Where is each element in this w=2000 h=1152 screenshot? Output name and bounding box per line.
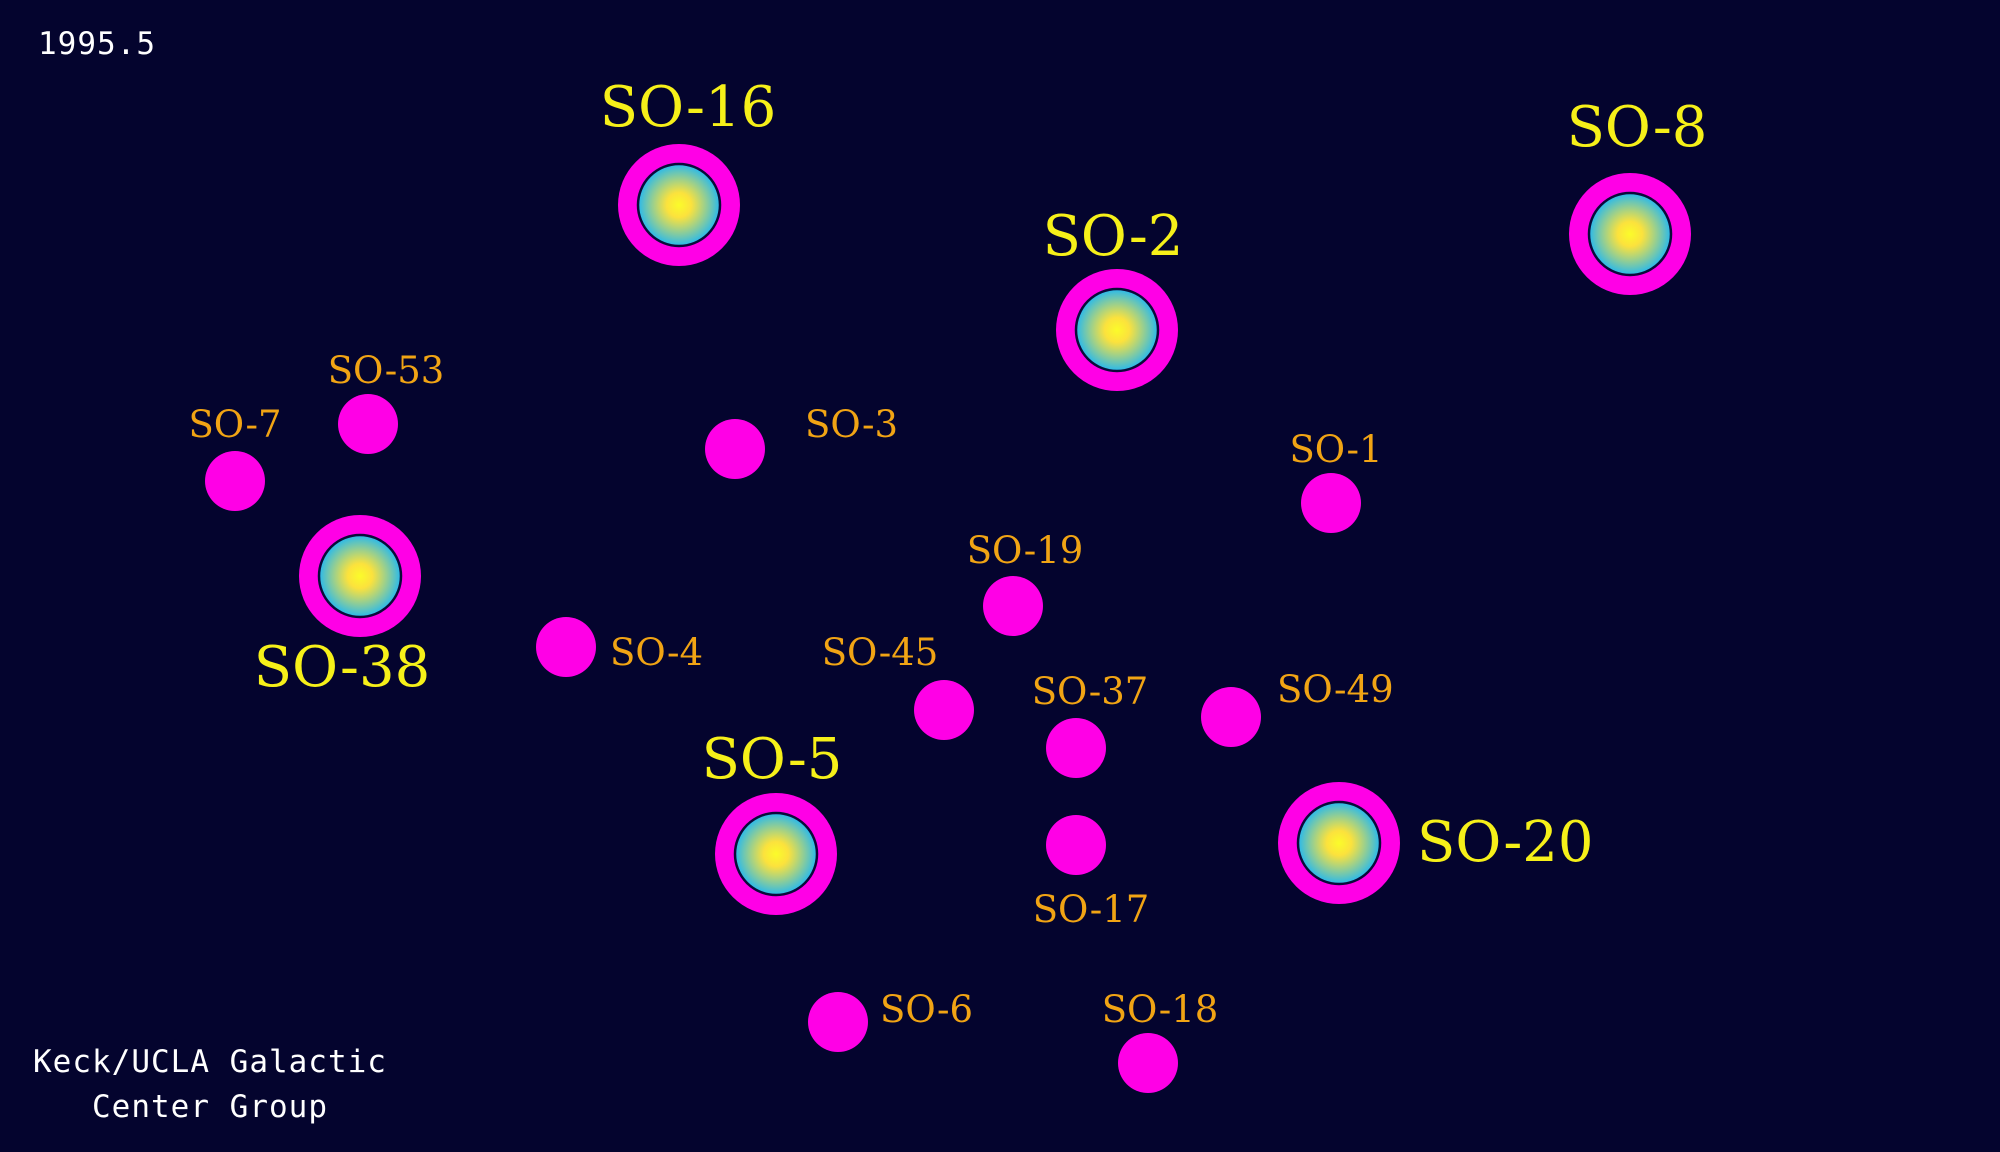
star-so-7: SO-7 [188,403,282,511]
star-label: SO-45 [822,631,939,674]
star-dot [1046,815,1106,875]
star-so-45: SO-45 [822,631,974,740]
star-so-19: SO-19 [967,529,1084,636]
star-core [636,162,722,248]
star-so-18: SO-18 [1102,988,1219,1093]
credit-line-2: Center Group [92,1089,328,1125]
star-so-5: SO-5 [702,727,843,915]
star-dot [205,451,265,511]
star-so-17: SO-17 [1033,815,1150,931]
star-label: SO-3 [805,403,898,446]
star-so-1: SO-1 [1289,428,1383,533]
star-dot [338,394,398,454]
star-label: SO-1 [1289,428,1382,471]
star-so-38: SO-38 [254,515,431,700]
star-dot [705,419,765,479]
star-label: SO-6 [880,988,973,1031]
star-label: SO-7 [188,403,281,446]
star-label: SO-37 [1032,670,1149,713]
star-dot [536,617,596,677]
credit-line-1: Keck/UCLA Galactic [33,1044,387,1080]
star-dot [808,992,868,1052]
star-label: SO-2 [1043,204,1184,269]
epoch-label: 1995.5 [38,26,156,62]
star-dot [1201,687,1261,747]
star-so-53: SO-53 [328,349,445,454]
star-so-37: SO-37 [1032,670,1149,778]
star-so-8: SO-8 [1567,95,1708,295]
star-so-20: SO-20 [1278,782,1594,904]
star-dot [914,680,974,740]
star-label: SO-17 [1033,888,1150,931]
star-so-16: SO-16 [600,75,777,266]
star-core [1587,191,1673,277]
star-so-49: SO-49 [1201,668,1394,747]
star-so-2: SO-2 [1043,204,1184,391]
star-label: SO-18 [1102,988,1219,1031]
star-core [317,533,403,619]
star-label: SO-49 [1277,668,1394,711]
star-label: SO-19 [967,529,1084,572]
star-label: SO-20 [1417,810,1594,875]
star-core [1074,287,1160,373]
star-dot [1118,1033,1178,1093]
credit-label: Keck/UCLA Galactic Center Group [30,1040,390,1130]
star-so-4: SO-4 [536,617,703,677]
star-label: SO-53 [328,349,445,392]
star-dot [983,576,1043,636]
star-label: SO-8 [1567,95,1708,160]
star-label: SO-16 [600,75,777,140]
star-core [1296,800,1382,886]
star-so-3: SO-3 [705,403,898,479]
star-dot [1301,473,1361,533]
star-label: SO-38 [254,635,431,700]
star-so-6: SO-6 [808,988,973,1052]
star-label: SO-4 [610,631,703,674]
star-label: SO-5 [702,727,843,792]
star-dot [1046,718,1106,778]
star-core [733,811,819,897]
